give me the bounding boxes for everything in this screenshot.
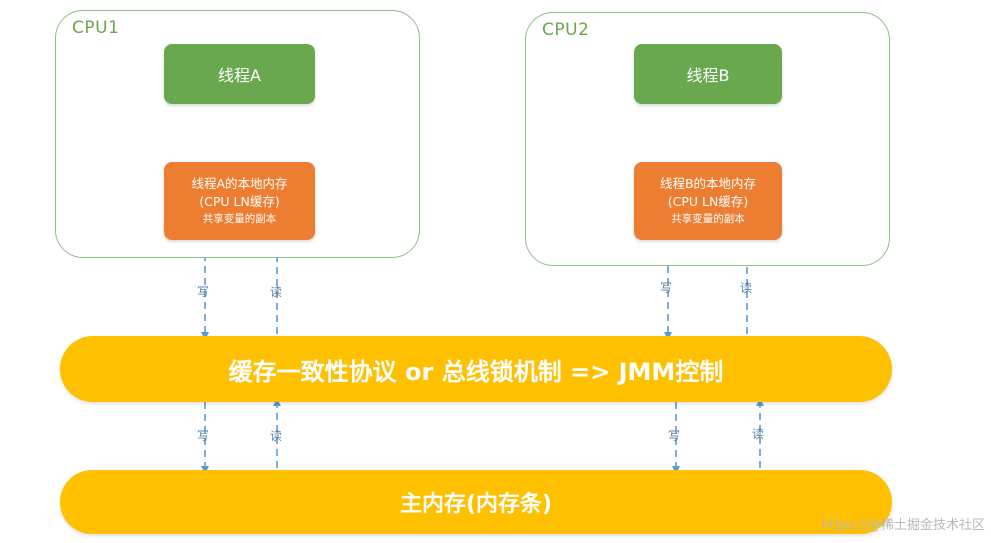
- thread-b-box: 线程B: [634, 44, 782, 104]
- label-write-cpu2-upper: 写: [660, 281, 673, 295]
- label-read-right-lower: 读: [752, 427, 765, 441]
- label-write-cpu1-upper: 写: [197, 285, 210, 299]
- label-read-cpu1-upper: 读: [270, 285, 283, 299]
- label-write-left-lower: 写: [197, 429, 210, 443]
- label-write-right-lower: 写: [668, 429, 681, 443]
- local-memory-copy: 共享变量的副本: [671, 213, 745, 225]
- watermark: https://@稀土掘金技术社区: [821, 518, 985, 533]
- cache-coherence-protocol-band: 缓存一致性协议 or 总线锁机制 => JMM控制: [60, 336, 892, 402]
- thread-a-local-memory: 线程A的本地内存 (CPU LN缓存) 共享变量的副本: [164, 162, 315, 240]
- thread-b-local-memory: 线程B的本地内存 (CPU LN缓存) 共享变量的副本: [634, 162, 782, 240]
- local-memory-cache: (CPU LN缓存): [199, 194, 280, 209]
- label-read-cpu2-upper: 读: [740, 281, 753, 295]
- local-memory-copy: 共享变量的副本: [202, 213, 277, 225]
- label-read-left-lower: 读: [270, 429, 283, 443]
- cpu2-label: CPU2: [542, 20, 590, 40]
- main-memory-band: 主内存(内存条): [60, 470, 892, 534]
- local-memory-cache: (CPU LN缓存): [667, 194, 749, 209]
- local-memory-title: 线程A的本地内存: [191, 176, 288, 191]
- local-memory-title: 线程B的本地内存: [659, 176, 757, 191]
- cpu1-label: CPU1: [72, 18, 120, 38]
- thread-a-box: 线程A: [164, 44, 315, 104]
